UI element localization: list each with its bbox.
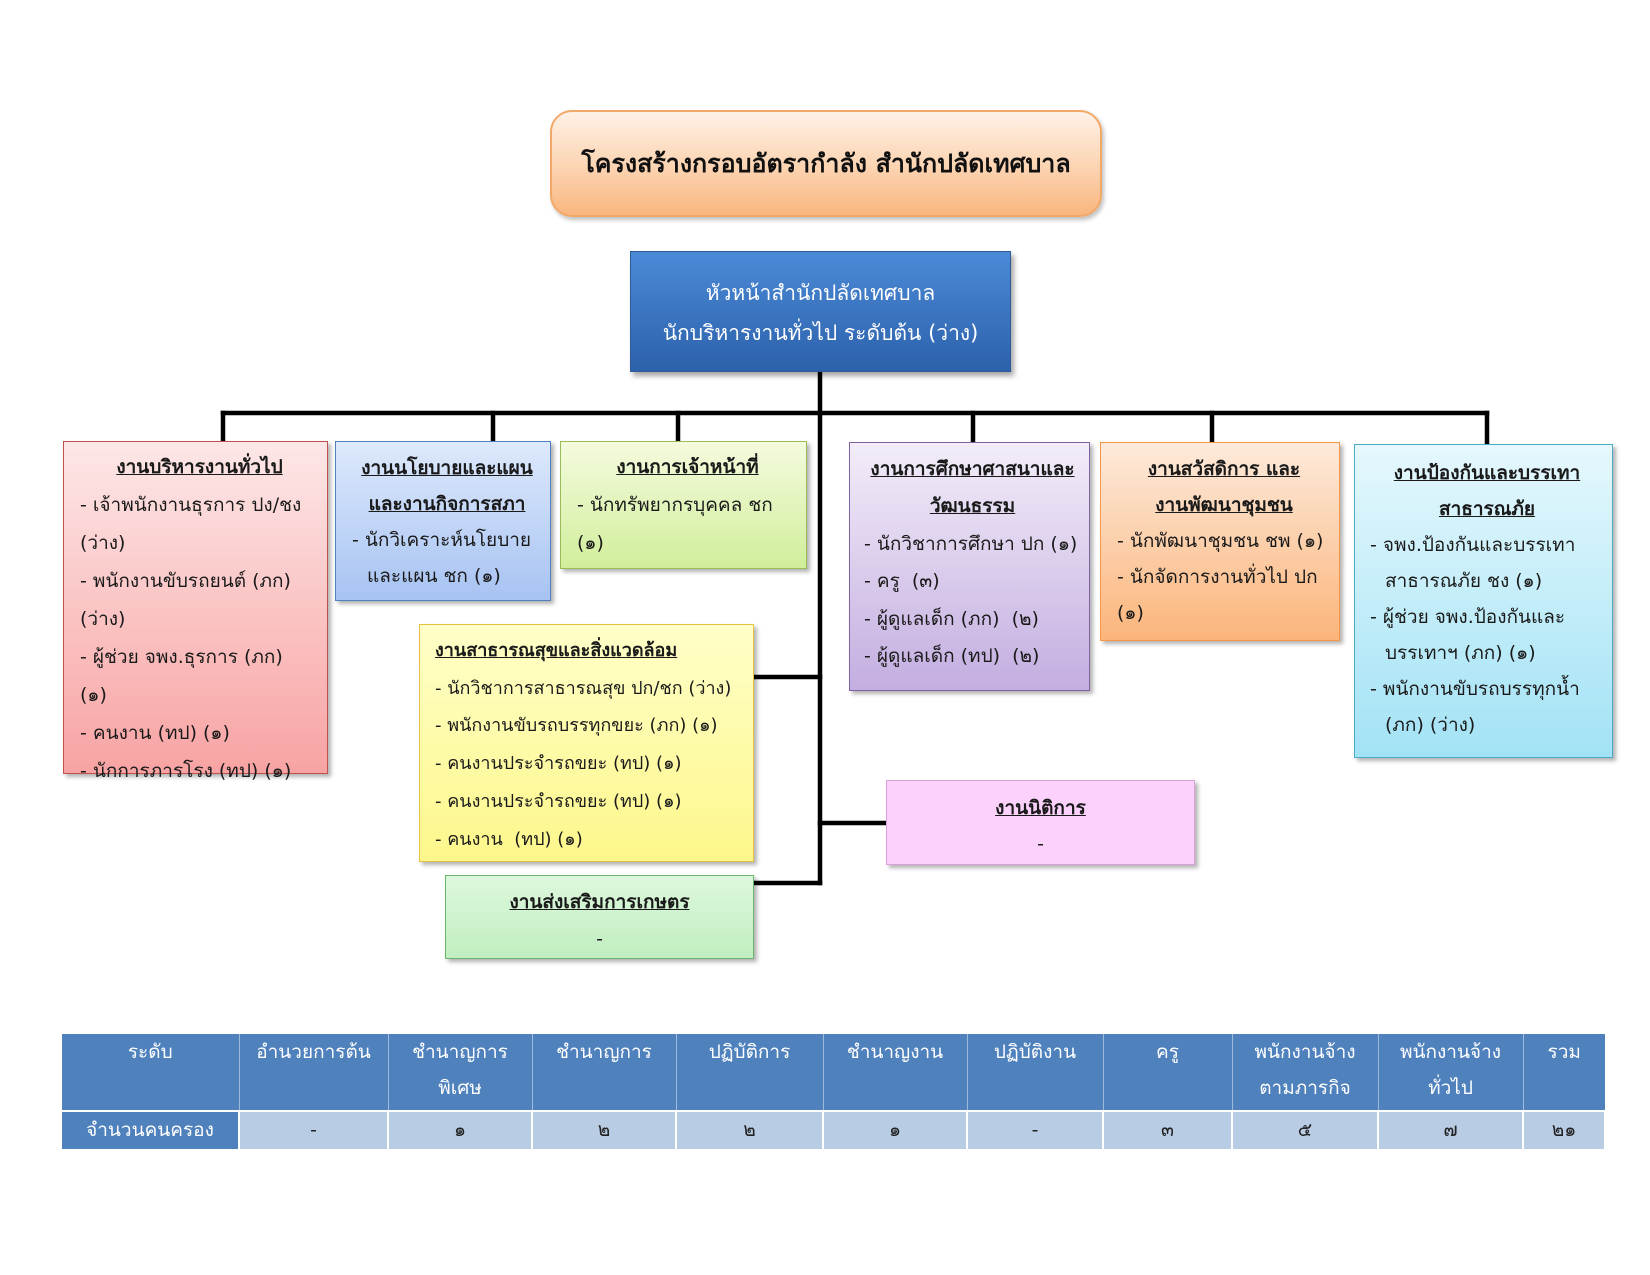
unit-item: - คนงาน (ทป) (๑) — [435, 828, 583, 850]
unit-item: - คนงาน (ทป) (๑) — [80, 722, 230, 744]
table-cell: - — [966, 1110, 1104, 1151]
table-header-cell: พนักงานจ้าง ตามภารกิจ — [1231, 1034, 1378, 1111]
table-cell: ๒ — [531, 1110, 677, 1151]
unit-box-public-health-environment: งานสาธารณสุขและสิ่งแวดล้อม - นักวิชาการส… — [419, 624, 754, 862]
unit-item: - จพง.ป้องกันและบรรเทา สาธารณภัย ชง (๑) — [1370, 534, 1576, 592]
head-position-detail: นักบริหารงานทั่วไป ระดับต้น (ว่าง) — [662, 321, 979, 345]
table-cell: ๒ — [675, 1110, 824, 1151]
head-position-title: หัวหน้าสำนักปลัดเทศบาล — [705, 281, 936, 305]
table-header-cell: ชำนาญการ พิเศษ — [387, 1034, 532, 1111]
table-cell: ๒๑ — [1522, 1110, 1606, 1151]
unit-title: งานการศึกษาศาสนาและ วัฒนธรรม — [870, 458, 1075, 518]
unit-item: - นักทรัพยากรบุคคล ชก (๑) — [577, 494, 779, 554]
unit-box-disaster-prevention: งานป้องกันและบรรเทา สาธารณภัย - จพง.ป้อง… — [1354, 444, 1613, 758]
unit-item: - ผู้ช่วย จพง.ป้องกันและ บรรเทาฯ (ภก) (๑… — [1370, 606, 1566, 664]
unit-box-education-religion-culture: งานการศึกษาศาสนาและ วัฒนธรรม - นักวิชากา… — [849, 442, 1090, 691]
unit-item: - นักวิชาการสาธารณสุข ปก/ชก (ว่าง) — [435, 677, 732, 699]
table-header-cell: อำนวยการต้น — [238, 1034, 388, 1111]
unit-item: - คนงานประจำรถขยะ (ทป) (๑) — [435, 753, 682, 775]
table-header-cell: พนักงานจ้าง ทั่วไป — [1377, 1034, 1523, 1111]
unit-item: - ผู้ช่วย จพง.ธุรการ (ภก) (๑) — [80, 646, 295, 706]
chart-title: โครงสร้างกรอบอัตรากำลัง สำนักปลัดเทศบาล — [581, 148, 1071, 178]
unit-box-general-administration: งานบริหารงานทั่วไป - เจ้าพนักงานธุรการ ป… — [63, 441, 328, 782]
unit-box-agriculture-promotion: งานส่งเสริมการเกษตร - — [445, 875, 754, 959]
unit-item: - — [596, 928, 603, 950]
unit-box-personnel: งานการเจ้าหน้าที่ - นักทรัพยากรบุคคล ชก … — [560, 441, 807, 569]
unit-title: งานส่งเสริมการเกษตร — [509, 891, 690, 913]
table-header-cell: ปฏิบัติการ — [675, 1034, 823, 1111]
table-header-cell: ชำนาญการ — [531, 1034, 676, 1111]
table-cell: ๑ — [387, 1110, 533, 1151]
unit-item: - ครู (๓) — [864, 570, 940, 593]
unit-item: - นักวิเคราะห์นโยบาย และแผน ชก (๑) — [352, 529, 532, 587]
table-cell: ๑ — [822, 1110, 968, 1151]
table-header-cell: รวม — [1522, 1034, 1605, 1111]
unit-item: - นักวิชาการศึกษา ปก (๑) — [864, 532, 1078, 555]
table-header-cell: ครู — [1102, 1034, 1232, 1111]
unit-box-legal-affairs: งานนิติการ - — [886, 780, 1195, 865]
unit-item: - เจ้าพนักงานธุรการ ปง/ชง (ว่าง) — [80, 494, 302, 554]
unit-item: - พนักงานขับรถบรรทุกขยะ (ภก) (๑) — [435, 715, 718, 737]
chart-title-box: โครงสร้างกรอบอัตรากำลัง สำนักปลัดเทศบาล — [550, 110, 1102, 217]
unit-item: - พนักงานขับรถบรรทุกน้ำ (ภก) (ว่าง) — [1370, 678, 1580, 736]
unit-title: งานสาธารณสุขและสิ่งแวดล้อม — [435, 640, 678, 661]
unit-title: งานนิติการ — [995, 797, 1086, 819]
head-position-box: หัวหน้าสำนักปลัดเทศบาล นักบริหารงานทั่วไ… — [630, 251, 1011, 372]
table-data-row: จำนวนคนครอง - ๑ ๒ ๒ ๑ - ๓ ๕ ๗ ๒๑ — [62, 1110, 1606, 1151]
unit-item: - ผู้ดูแลเด็ก (ภก) (๒) — [864, 607, 1039, 630]
staffing-summary-table: ระดับ อำนวยการต้น ชำนาญการ พิเศษ ชำนาญกา… — [62, 1034, 1606, 1151]
unit-title: งานสวัสดิการ และ งานพัฒนาชุมชน — [1147, 458, 1301, 516]
unit-item: - — [1037, 833, 1044, 855]
unit-box-welfare-community: งานสวัสดิการ และ งานพัฒนาชุมชน - นักพัฒน… — [1100, 442, 1340, 641]
unit-item: - นักการภารโรง (ทป) (๑) — [80, 760, 292, 782]
unit-title: งานบริหารงานทั่วไป — [116, 456, 283, 478]
unit-item: - นักพัฒนาชุมชน ชพ (๑) — [1117, 530, 1324, 552]
unit-box-policy-planning: งานนโยบายและแผน และงานกิจการสภา - นักวิเ… — [335, 441, 551, 601]
unit-item: - นักจัดการงานทั่วไป ปก (๑) — [1117, 566, 1318, 624]
table-header-cell: ระดับ — [62, 1034, 239, 1111]
unit-title: งานการเจ้าหน้าที่ — [616, 456, 759, 478]
table-cell: ๓ — [1102, 1110, 1233, 1151]
unit-title: งานป้องกันและบรรเทา สาธารณภัย — [1393, 462, 1581, 520]
table-cell: ๗ — [1377, 1110, 1524, 1151]
unit-item: - พนักงานขับรถยนต์ (ภก) (ว่าง) — [80, 570, 291, 630]
table-cell: ๕ — [1231, 1110, 1379, 1151]
table-row-label: จำนวนคนครอง — [62, 1110, 240, 1151]
unit-item: - ผู้ดูแลเด็ก (ทป) (๒) — [864, 645, 1040, 668]
table-header-row: ระดับ อำนวยการต้น ชำนาญการ พิเศษ ชำนาญกา… — [62, 1034, 1605, 1111]
table-header-cell: ชำนาญงาน — [822, 1034, 967, 1111]
table-header-cell: ปฏิบัติงาน — [966, 1034, 1103, 1111]
table-cell: - — [238, 1110, 389, 1151]
unit-item: - คนงานประจำรถขยะ (ทป) (๑) — [435, 790, 682, 812]
unit-title: งานนโยบายและแผน และงานกิจการสภา — [361, 457, 533, 515]
